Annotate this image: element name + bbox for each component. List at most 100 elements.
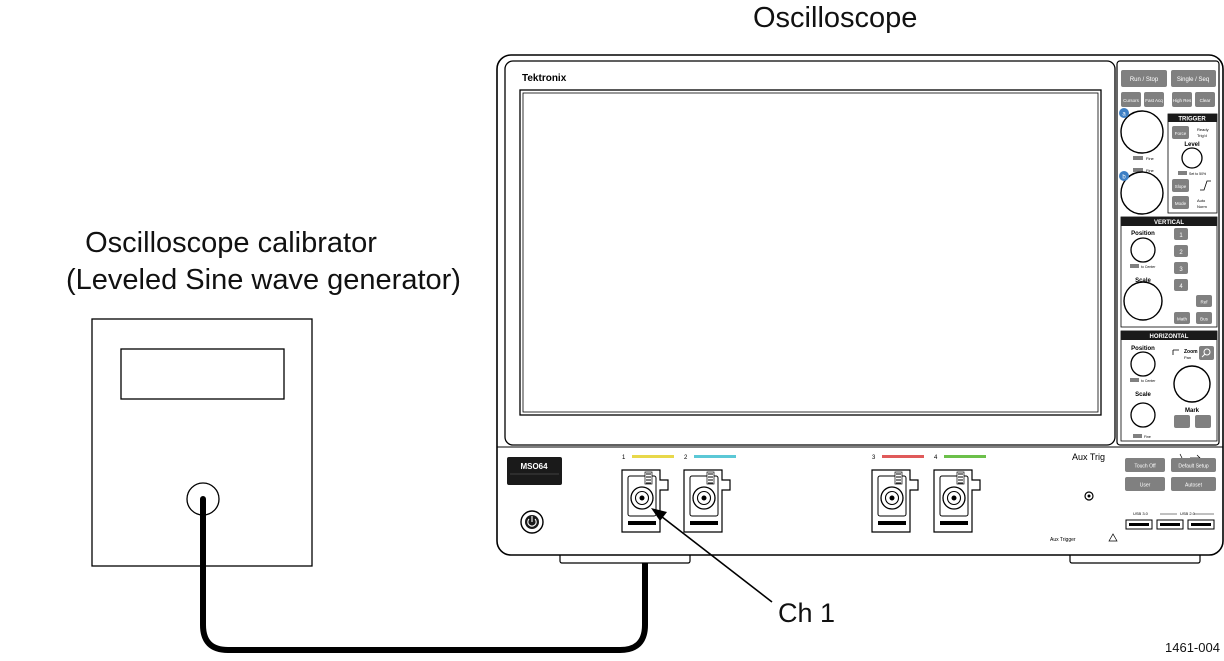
channel-4-button[interactable] (1174, 279, 1188, 291)
bus-button[interactable] (1196, 312, 1212, 324)
knob-a-badge-text: a (1122, 112, 1126, 118)
horizontal-center-push[interactable] (1130, 378, 1139, 382)
trigger-title: TRIGGER (1178, 117, 1206, 123)
cursors-label: Cursors (1123, 98, 1140, 103)
knob-b-fine-label: Fine (1146, 168, 1155, 173)
horizontal-position-knob[interactable] (1130, 351, 1156, 377)
magnifier-icon (1203, 348, 1211, 356)
aux-trig-pin (1087, 494, 1091, 498)
horizontal-fine-push[interactable] (1133, 434, 1142, 438)
pan-label: Pan (1184, 355, 1191, 360)
aux-trig-label: Aux Trig (1072, 452, 1105, 462)
knob-b-badge-text: b (1122, 175, 1126, 181)
warning-icon (1108, 533, 1118, 542)
ready-indicator: Ready (1197, 127, 1209, 132)
trigger-level-knob[interactable] (1181, 147, 1203, 169)
cursors-button[interactable] (1121, 92, 1141, 107)
set-50-push[interactable] (1178, 171, 1187, 175)
fast-acq-label: Fast Acq (1145, 98, 1163, 103)
ch1-callout-label: Ch 1 (778, 598, 836, 628)
clear-label: Clear (1200, 98, 1211, 103)
display-screen[interactable] (519, 89, 1102, 416)
autoset-button[interactable] (1171, 477, 1216, 491)
bus-label: Bus (1200, 317, 1209, 322)
default-setup-label: Default Setup (1178, 464, 1209, 470)
mark-prev-button[interactable] (1174, 415, 1190, 428)
math-button[interactable] (1174, 312, 1190, 324)
horizontal-scale-label: Scale (1135, 392, 1151, 398)
channel-4-number: 4 (934, 455, 938, 461)
channel-3-probe-contacts (878, 521, 906, 525)
vertical-scale-knob[interactable] (1123, 281, 1163, 321)
mark-label: Mark (1185, 408, 1200, 414)
knob-a-push[interactable] (1133, 156, 1143, 160)
zoom-label: Zoom (1184, 349, 1198, 355)
single-seq-button[interactable] (1171, 70, 1216, 87)
callout-line (656, 512, 773, 603)
channel-1-bnc-pin (639, 495, 645, 501)
high-res-button[interactable] (1172, 92, 1192, 107)
clear-button[interactable] (1195, 92, 1215, 107)
power-icon (527, 518, 537, 527)
multipurpose-knobs: a Fine Fine b (1119, 108, 1164, 215)
zoom-pan-knob[interactable] (1173, 365, 1211, 403)
channel-4-bnc-pin (951, 495, 957, 501)
run-stop-button[interactable] (1121, 70, 1167, 87)
slope-button[interactable] (1172, 179, 1189, 192)
channel-4-color-bar (944, 455, 986, 458)
oscilloscope: Tektronix Run / Stop Single / Seq Cursor… (496, 54, 1224, 564)
knob-a[interactable] (1120, 110, 1164, 154)
usb3-port-tongue (1129, 523, 1149, 526)
channel-1-button-label: 1 (1179, 233, 1183, 239)
trigger-section: TRIGGER Force Ready Trig'd Level Set to … (1167, 113, 1218, 214)
calibrator-display (120, 348, 285, 400)
channel-2-bnc-pin (701, 495, 707, 501)
horizontal-scale-knob[interactable] (1130, 402, 1156, 428)
set-50-label: Set to 50% (1189, 172, 1206, 176)
channel-4-probe-contacts (940, 521, 968, 525)
calibrator-title-line2: (Leveled Sine wave generator) (66, 264, 461, 296)
run-stop-label: Run / Stop (1130, 77, 1159, 83)
knob-a-fine-label: Fine (1146, 156, 1155, 161)
ref-label: Ref (1200, 300, 1208, 305)
calibrator-title: Oscilloscope calibrator (Leveled Sine wa… (66, 225, 461, 299)
knob-b[interactable] (1120, 171, 1164, 215)
model-badge (507, 457, 562, 485)
channel-2-button[interactable] (1174, 245, 1188, 257)
horizontal-center-label: to Center (1141, 379, 1156, 383)
channel-1-button[interactable] (1174, 228, 1188, 240)
channel-2-button-label: 2 (1179, 250, 1183, 256)
zoom-button[interactable] (1199, 346, 1214, 360)
fast-acq-button[interactable] (1144, 92, 1164, 107)
user-button[interactable] (1125, 477, 1165, 491)
channel-3-color-bar (882, 455, 924, 458)
channel-1-probe-pins (644, 471, 653, 485)
channel-2-color-bar (694, 455, 736, 458)
horizontal-fine-label: Fine (1144, 435, 1151, 439)
vertical-position-knob[interactable] (1130, 237, 1156, 263)
force-label: Force (1175, 131, 1187, 136)
display-inner-frame (522, 92, 1099, 413)
autoset-label: Autoset (1185, 483, 1203, 489)
mark-next-button[interactable] (1195, 415, 1211, 428)
mode-button[interactable] (1172, 196, 1189, 209)
usb2-port-1-tongue (1160, 523, 1180, 526)
vertical-position-label: Position (1131, 231, 1155, 237)
vertical-title: VERTICAL (1154, 220, 1184, 226)
vertical-center-push[interactable] (1130, 264, 1139, 268)
model-name: MSO64 (520, 462, 548, 471)
channel-3-button[interactable] (1174, 262, 1188, 274)
norm-indicator: Norm (1197, 204, 1207, 209)
ref-button[interactable] (1196, 295, 1212, 307)
math-label: Math (1177, 317, 1188, 322)
horizontal-section: HORIZONTAL Position to Center Scale Fine… (1120, 330, 1218, 442)
default-setup-button[interactable] (1171, 458, 1216, 472)
callout-arrowhead (651, 508, 667, 521)
knob-b-push[interactable] (1133, 168, 1143, 172)
figure-number: 1461-004 (1165, 640, 1220, 655)
force-button[interactable] (1172, 126, 1189, 139)
oscilloscope-title: Oscilloscope (753, 2, 918, 34)
touch-off-button[interactable] (1125, 458, 1165, 472)
channel-3-button-label: 3 (1179, 267, 1183, 273)
single-seq-label: Single / Seq (1177, 77, 1209, 83)
